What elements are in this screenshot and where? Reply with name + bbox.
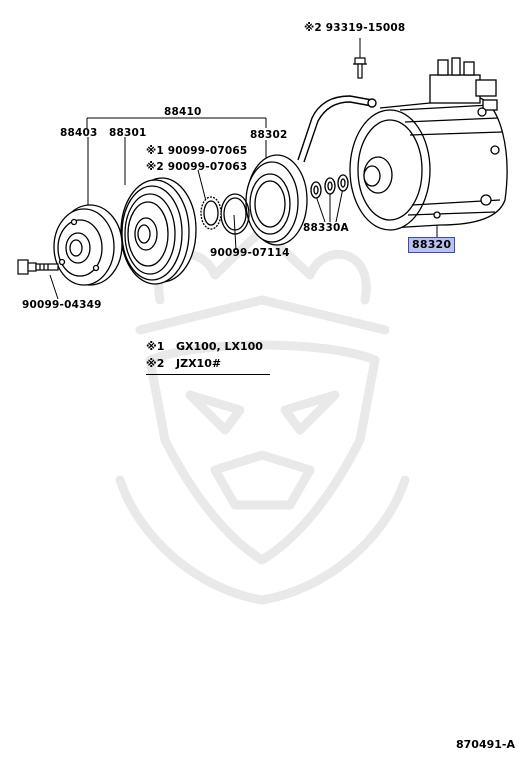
pulley-88301 [120, 177, 197, 285]
label-90099-07063: ※2 90099-07063 [146, 161, 248, 173]
stator-coil-88302 [245, 154, 308, 246]
legend-mark-2: ※2 [146, 357, 165, 370]
bolt-93319-15008 [353, 57, 367, 79]
watermark-logo [115, 225, 410, 605]
label-88320-highlighted[interactable]: 88320 [408, 237, 456, 253]
hose-line [297, 95, 377, 163]
legend-row-1: ※1 GX100, LX100 [146, 338, 270, 355]
legend-underline [146, 374, 270, 375]
label-88410: 88410 [164, 106, 202, 118]
ring-90099-07065 [200, 196, 222, 230]
shims-88330a [310, 174, 349, 199]
compressor-88320 [349, 57, 508, 231]
label-90099-07114: 90099-07114 [210, 247, 290, 259]
diagram-code: 870491-A [455, 738, 515, 751]
leader-lines [49, 38, 438, 300]
model-legend: ※1 GX100, LX100 ※2 JZX10# [146, 338, 270, 375]
legend-mark-1: ※1 [146, 340, 165, 353]
label-88301: 88301 [109, 127, 147, 139]
label-90099-07065: ※1 90099-07065 [146, 145, 248, 157]
legend-row-2: ※2 JZX10# [146, 355, 270, 372]
label-88403: 88403 [60, 127, 98, 139]
legend-text-1: GX100, LX100 [176, 340, 263, 353]
label-90099-04349: 90099-04349 [22, 299, 102, 311]
label-88330a: 88330A [303, 222, 349, 234]
bolt-90099-04349 [17, 259, 59, 275]
legend-text-2: JZX10# [176, 357, 222, 370]
label-88302: 88302 [250, 129, 288, 141]
hub-88403 [53, 204, 123, 286]
label-bolt-93319-15008: ※2 93319-15008 [304, 22, 406, 34]
